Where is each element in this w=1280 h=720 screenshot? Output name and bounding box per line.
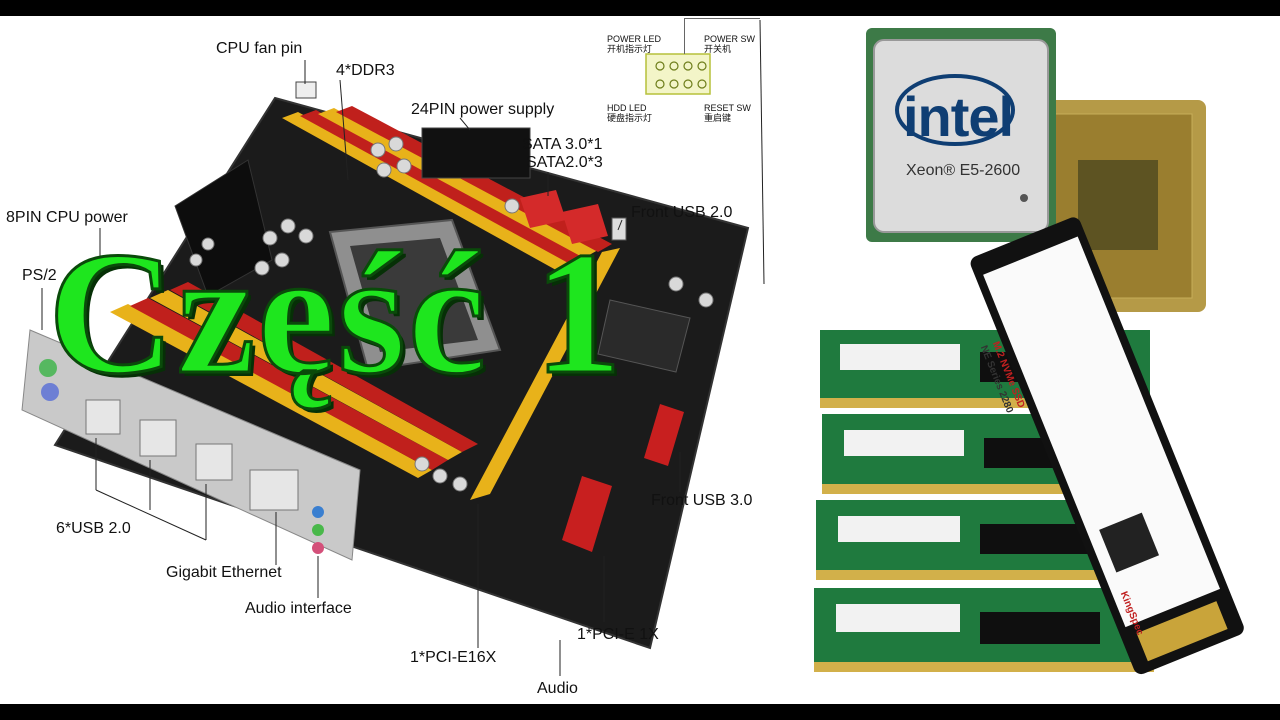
label-power-led: POWER LED (607, 34, 662, 44)
intel-logo: intel (903, 85, 1014, 148)
label-24pin-power: 24PIN power supply (411, 101, 555, 118)
label-hdd-led: HDD LED (607, 103, 647, 113)
m2-ssd (970, 217, 1244, 675)
usb-port (139, 419, 177, 457)
label-pcie16x: 1*PCI-E16X (410, 649, 497, 666)
label-reset-sw: RESET SW (704, 103, 751, 113)
front-panel-pinout (645, 18, 760, 95)
ddr3-slots (110, 106, 612, 478)
front-usb3-header (644, 404, 684, 466)
overlay-title: Część 1 (47, 216, 624, 411)
label-usb2: 6*USB 2.0 (56, 520, 131, 537)
label-reset-sw-cn: 重启键 (704, 113, 732, 123)
cpu-fan-pin (295, 81, 317, 99)
audio-jack (312, 506, 324, 518)
ps2-port (41, 383, 59, 401)
label-sata3: SATA 3.0*1 (522, 136, 603, 153)
label-power-led-cn: 开机指示灯 (607, 44, 653, 54)
label-hdd-led-cn: 硬盘指示灯 (607, 113, 653, 123)
sata-port (520, 190, 566, 228)
usb-port (85, 399, 121, 435)
ethernet-port (249, 469, 299, 511)
ps2-port (39, 359, 57, 377)
audio-jack (312, 524, 324, 536)
power24-connector (421, 127, 531, 179)
label-audio-interface: Audio interface (245, 600, 352, 617)
label-sata2: SATA2.0*3 (526, 154, 603, 171)
label-power-sw: POWER SW (704, 34, 755, 44)
cpu-socket (328, 218, 502, 372)
cpu-model: Xeon® E5-2600 (906, 162, 1021, 179)
label-ddr3: 4*DDR3 (336, 62, 395, 79)
chipset-heatsink (597, 299, 691, 373)
capacitors (189, 136, 714, 492)
pcie16x-slot (470, 248, 620, 500)
label-ps2: PS/2 (22, 267, 57, 284)
leader-lines (41, 19, 765, 676)
label-power-sw-cn: 开关机 (704, 44, 732, 54)
usb-port (195, 443, 233, 481)
audio-jack (312, 542, 324, 554)
label-front-usb2: Front USB 2.0 (631, 204, 733, 221)
sata-port (562, 204, 608, 244)
label-8pin-cpu-power: 8PIN CPU power (6, 209, 128, 226)
label-pcie1x: 1*PCI-E 1X (577, 626, 659, 643)
front-usb2-header (611, 217, 627, 241)
label-front-usb3: Front USB 3.0 (651, 492, 753, 509)
pcie1x-slot (562, 476, 612, 552)
ram-stick (814, 588, 1154, 672)
label-audio: Audio (537, 680, 578, 697)
motherboard (21, 81, 750, 650)
io-panel (21, 329, 361, 561)
label-cpu-fan-pin: CPU fan pin (216, 40, 303, 57)
cpu-front (866, 28, 1056, 242)
label-gigabit-ethernet: Gigabit Ethernet (166, 564, 282, 581)
